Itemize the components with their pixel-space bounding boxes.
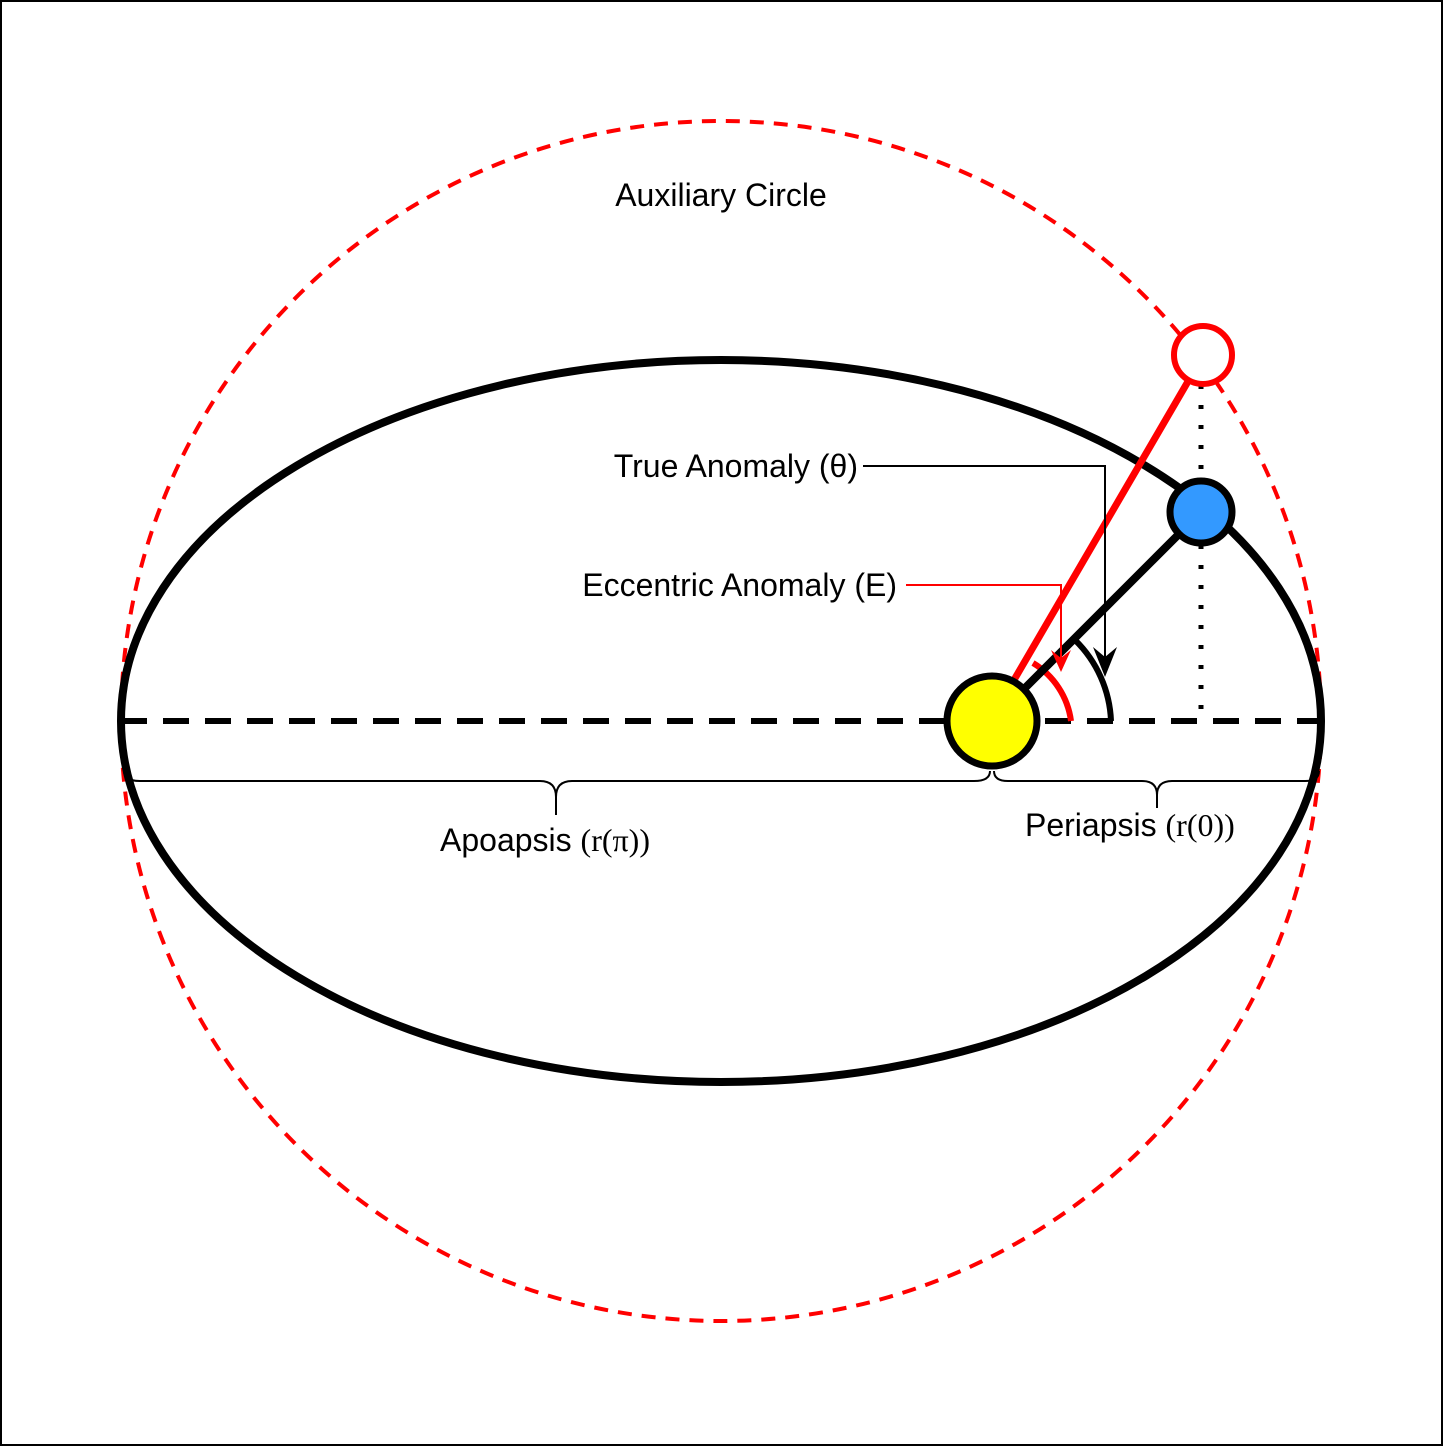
apoapsis-brace — [123, 770, 991, 815]
true-anomaly-arc — [1072, 637, 1114, 722]
eccentric-radius-line — [1010, 376, 1194, 682]
sun-icon — [943, 672, 1041, 770]
apoapsis-label-math: (r(π)) — [581, 822, 650, 858]
planet-icon — [1166, 477, 1236, 547]
true-anomaly-arrowhead — [1093, 647, 1117, 677]
apoapsis-label: Apoapsis (r(π)) — [440, 822, 650, 858]
periapsis-label-text: Periapsis — [1025, 807, 1166, 843]
eccentric-anomaly-arrowhead — [1051, 650, 1071, 672]
periapsis-brace — [993, 770, 1320, 808]
auxiliary-circle-label: Auxiliary Circle — [615, 177, 827, 213]
eccentric-anomaly-label: Eccentric Anomaly (E) — [582, 567, 897, 603]
true-anomaly-leader — [863, 465, 1106, 673]
apoapsis-label-text: Apoapsis — [440, 822, 581, 858]
periapsis-label: Periapsis (r(0)) — [1025, 807, 1235, 843]
periapsis-label-math: (r(0)) — [1166, 807, 1235, 843]
planet-radius-line — [989, 509, 1204, 724]
auxiliary-point-icon — [1171, 323, 1235, 387]
eccentric-anomaly-arc — [1031, 660, 1074, 722]
eccentric-anomaly-leader — [906, 584, 1062, 668]
true-anomaly-label: True Anomaly (θ) — [614, 448, 858, 484]
